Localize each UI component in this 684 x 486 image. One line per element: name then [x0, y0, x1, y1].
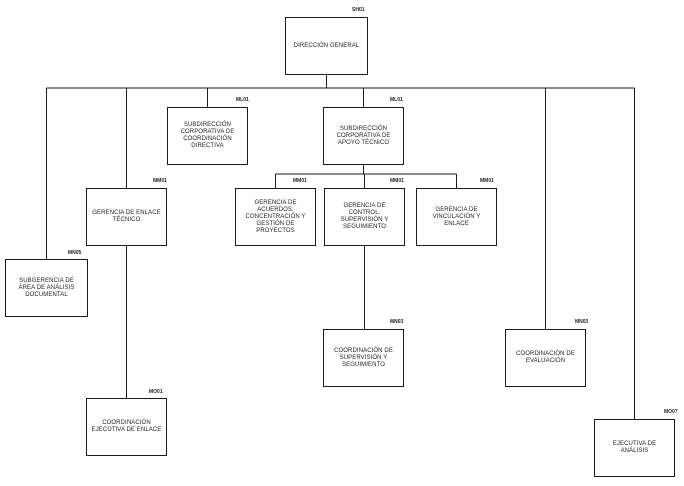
node-gerencia-acuerdos: GERENCIA DE ACUERDOS, CONCENTRACIÓN Y GE… — [235, 188, 316, 246]
node-code: MN03 — [575, 319, 589, 325]
node-gerencia-vinculacion-enlace: GERENCIA DE VINCULACIÓN Y ENLACE — [416, 188, 497, 246]
node-label: EJECUTIVA DE ANÁLISIS — [612, 441, 657, 454]
node-coordinacion-supervision: COORDINACIÓN DE SUPERVISIÓN Y SEGUIMIENT… — [323, 329, 404, 387]
node-subdireccion-apoyo-tecnico: SUBDIRECCIÓN CORPORATIVA DE APOYO TÉCNIC… — [323, 107, 404, 165]
node-label: GERENCIA DE ACUERDOS, CONCENTRACIÓN Y GE… — [245, 199, 306, 234]
node-label: COORDINACIÓN DE EVALUACIÓN — [516, 351, 575, 364]
node-direccion-general: DIRECCIÓN GENERAL — [285, 17, 368, 75]
node-label: SUBDIRECCIÓN CORPORATIVA DE APOYO TÉCNIC… — [336, 125, 391, 146]
node-label: GERENCIA DE ENLACE TÉCNICO — [92, 210, 161, 223]
node-code: MM01 — [480, 178, 494, 184]
node-subdireccion-coordinacion-directiva: SUBDIRECCIÓN CORPORATIVA DE COORDINACIÓN… — [167, 107, 248, 165]
node-code: MN05 — [68, 250, 82, 256]
node-code: MM01 — [153, 178, 167, 184]
node-gerencia-control-supervision: GERENCIA DE CONTROL, SUPERVISIÓN Y SEGUI… — [324, 188, 405, 246]
node-coordinacion-evaluacion: COORDINACIÓN DE EVALUACIÓN — [505, 329, 586, 387]
node-label: GERENCIA DE VINCULACIÓN Y ENLACE — [432, 206, 481, 227]
node-code: MN03 — [390, 319, 404, 325]
node-code: MM01 — [293, 178, 307, 184]
node-code: ML01 — [390, 97, 403, 103]
node-subgerencia-analisis-documental: SUBGERENCIA DE ÁREA DE ANÁLISIS DOCUMENT… — [5, 259, 88, 317]
node-code: MO07 — [664, 409, 678, 415]
node-code: SH01 — [352, 7, 365, 13]
node-label: GERENCIA DE CONTROL, SUPERVISIÓN Y SEGUI… — [340, 203, 389, 230]
node-ejecutiva-analisis: EJECUTIVA DE ANÁLISIS — [594, 419, 675, 477]
node-label: DIRECCIÓN GENERAL — [293, 42, 360, 49]
node-coordinacion-ejecutiva-enlace: COORDINACIÓN EJECUTIVA DE ENLACE — [86, 398, 167, 456]
node-code: MM01 — [390, 178, 404, 184]
node-label: COORDINACIÓN EJECUTIVA DE ENLACE — [91, 420, 162, 433]
node-label: SUBDIRECCIÓN CORPORATIVA DE COORDINACIÓN… — [180, 122, 235, 149]
node-label: COORDINACIÓN DE SUPERVISIÓN Y SEGUIMIENT… — [334, 347, 393, 368]
node-code: MO01 — [149, 389, 163, 395]
node-code: ML01 — [236, 97, 249, 103]
node-gerencia-enlace-tecnico: GERENCIA DE ENLACE TÉCNICO — [86, 188, 167, 246]
node-label: SUBGERENCIA DE ÁREA DE ANÁLISIS DOCUMENT… — [18, 277, 75, 298]
